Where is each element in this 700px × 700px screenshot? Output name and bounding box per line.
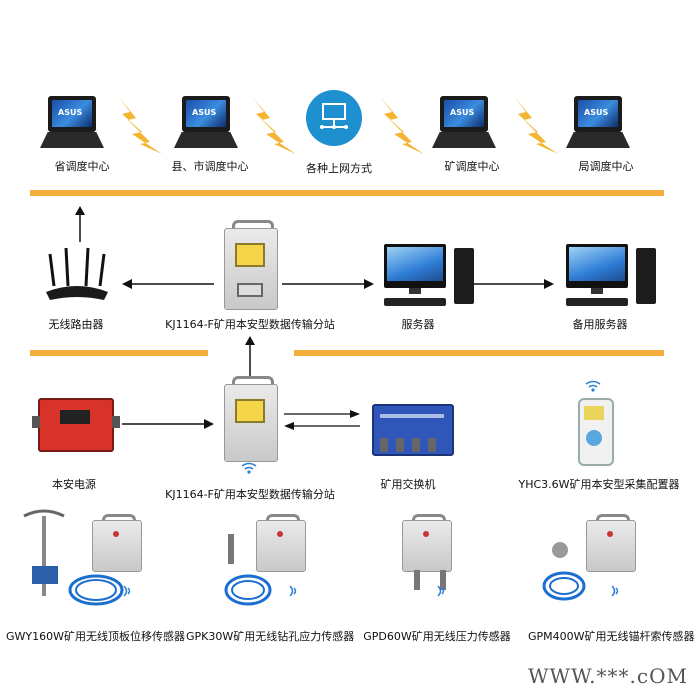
arrow-right — [474, 279, 554, 289]
substation-bottom-label: KJ1164-F矿用本安型数据传输分站 — [165, 488, 335, 501]
substation-handle — [232, 220, 274, 233]
gpk-sensor-label: GPK30W矿用无线钻孔应力传感器 — [186, 630, 355, 643]
gpm-sensor-label: GPM400W矿用无线锚杆索传感器 — [528, 630, 695, 643]
mine-center-label: 矿调度中心 — [444, 160, 500, 173]
internet-access-label: 各种上网方式 — [306, 162, 372, 175]
laptop-bureau: ASUS — [566, 96, 630, 154]
arrow-right — [282, 279, 374, 289]
substation-handle — [232, 376, 274, 389]
network-bus-right — [294, 350, 664, 356]
substation-bottom-device — [224, 384, 278, 462]
bureau-center-label: 局调度中心 — [578, 160, 634, 173]
laptop-county: ASUS — [174, 96, 238, 154]
gpk-sensor-device — [256, 520, 306, 572]
stress-sensor-probe — [224, 534, 272, 606]
pressure-sensor-fittings — [414, 570, 446, 590]
sensor-handle — [596, 514, 630, 525]
anchor-sensor-probe — [542, 542, 586, 601]
lightning-bolt-icon — [514, 96, 558, 154]
router-icon — [46, 247, 108, 300]
network-bus-left — [30, 350, 208, 356]
backup-server-label: 备用服务器 — [572, 318, 628, 331]
gpd-sensor-label: GPD60W矿用无线压力传感器 — [363, 630, 511, 643]
gwy-sensor-device — [92, 520, 142, 572]
lightning-bolt-icon — [380, 96, 424, 154]
wireless-icon — [289, 585, 297, 597]
lightning-bolt-icon — [252, 96, 296, 154]
wireless-icon — [611, 585, 619, 597]
gwy-sensor-label: GWY160W矿用无线顶板位移传感器 — [6, 630, 185, 643]
displacement-sensor-probe — [23, 509, 65, 596]
arrow-bidirectional — [284, 410, 360, 430]
configurator-device — [578, 398, 614, 466]
sensor-handle — [102, 514, 136, 525]
arrow-up — [75, 206, 85, 242]
server-label: 服务器 — [401, 318, 435, 331]
mine-switch-device — [372, 404, 454, 456]
lightning-bolt-icon — [118, 96, 162, 154]
backup-server-computer — [566, 244, 666, 308]
substation-top-label: KJ1164-F矿用本安型数据传输分站 — [165, 318, 335, 331]
network-bus-top — [30, 190, 664, 196]
switch-label: 矿用交换机 — [380, 478, 436, 491]
laptop-provincial: ASUS — [40, 96, 104, 154]
power-supply-device — [32, 398, 120, 452]
arrow-right — [122, 419, 214, 429]
sensor-handle — [412, 514, 446, 525]
arrow-up — [245, 336, 255, 376]
sensor-handle — [266, 514, 300, 525]
county-center-label: 县、市调度中心 — [171, 160, 249, 173]
wireless-icon — [585, 380, 601, 392]
configurator-label: YHC3.6W矿用本安型采集配置器 — [518, 478, 680, 491]
wireless-icon — [241, 462, 257, 474]
gpd-sensor-device — [402, 520, 452, 572]
power-label: 本安电源 — [52, 478, 96, 491]
router-label: 无线路由器 — [48, 318, 104, 331]
wireless-icon — [437, 585, 445, 597]
cable-coil-icon — [68, 574, 124, 606]
laptop-mine: ASUS — [432, 96, 496, 154]
wireless-icon — [123, 585, 131, 597]
provincial-center-label: 省调度中心 — [54, 160, 110, 173]
gpm-sensor-device — [586, 520, 636, 572]
server-computer — [384, 244, 484, 308]
arrow-left — [122, 279, 214, 289]
network-icon — [306, 90, 362, 146]
substation-top-device — [224, 228, 278, 310]
watermark: WWW.***.cOM — [528, 664, 688, 688]
